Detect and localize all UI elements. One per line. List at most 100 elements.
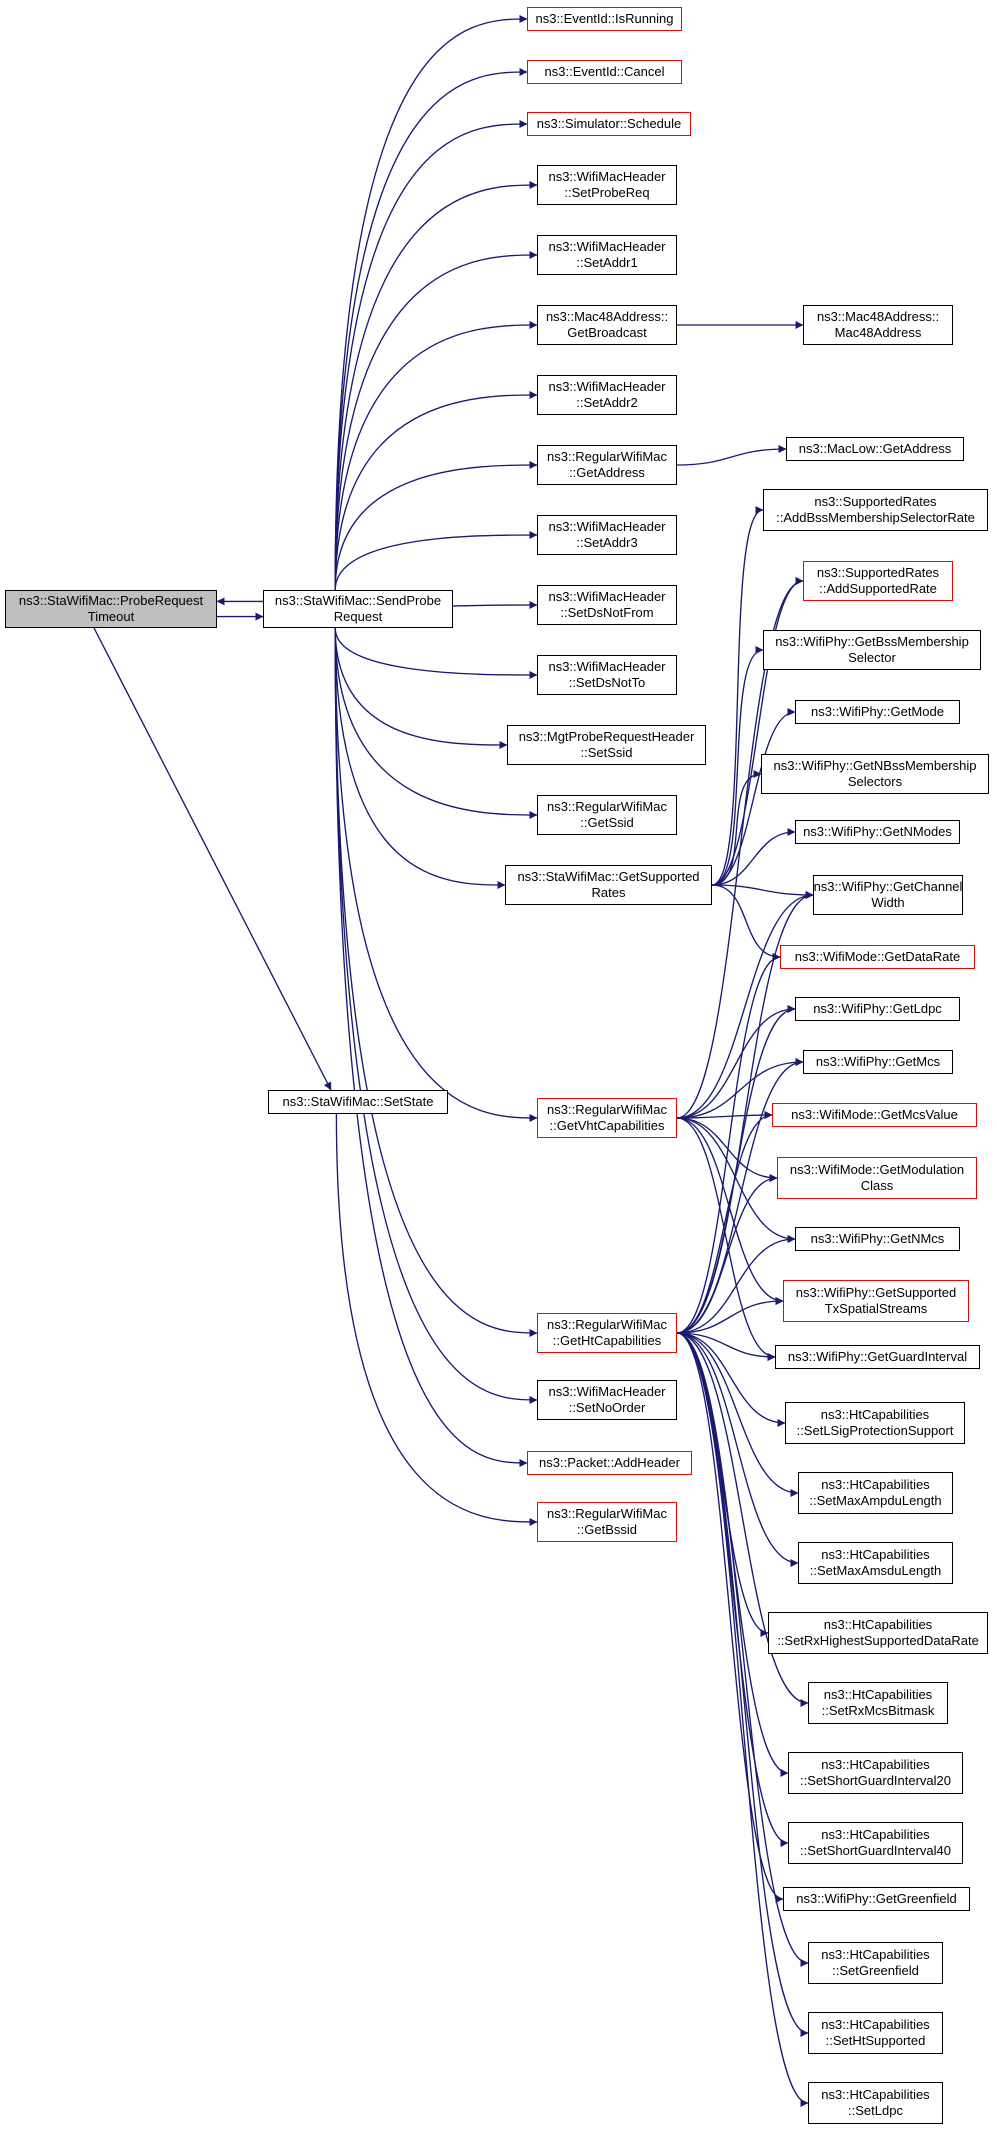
node-set-greenfield[interactable]: ns3::HtCapabilities::SetGreenfield	[808, 1942, 943, 1984]
node-get-ht-caps[interactable]: ns3::RegularWifiMac::GetHtCapabilities	[537, 1313, 677, 1353]
node-add-header[interactable]: ns3::Packet::AddHeader	[527, 1451, 692, 1475]
node-get-broadcast[interactable]: ns3::Mac48Address::GetBroadcast	[537, 305, 677, 345]
edge-get-supported-rates-to-get-channel-width	[711, 884, 814, 899]
edge-send-probe-to-set-probe-req	[334, 181, 538, 591]
edge-send-probe-to-get-supported-rates	[334, 627, 506, 889]
node-label-line: ns3::WifiPhy::GetNBssMembership	[773, 758, 977, 773]
node-set-ht-supported[interactable]: ns3::HtCapabilities::SetHtSupported	[808, 2012, 943, 2054]
node-set-addr3[interactable]: ns3::WifiMacHeader::SetAddr3	[537, 515, 677, 555]
node-label-line: ns3::WifiMacHeader	[548, 1384, 666, 1399]
node-get-n-modes[interactable]: ns3::WifiPhy::GetNModes	[795, 820, 960, 844]
node-set-rx-mcs-bitmask[interactable]: ns3::HtCapabilities::SetRxMcsBitmask	[808, 1682, 948, 1724]
node-label-line: Width	[871, 895, 905, 910]
node-label-line: ns3::WifiMacHeader	[548, 519, 666, 534]
node-label-line: ns3::HtCapabilities	[821, 1947, 930, 1962]
edge-send-probe-to-set-addr2	[334, 391, 538, 591]
node-cancel[interactable]: ns3::EventId::Cancel	[527, 60, 682, 84]
node-label-line: ns3::Packet::AddHeader	[539, 1455, 680, 1470]
node-label-line: ns3::WifiPhy::GetNModes	[803, 824, 952, 839]
node-label-line: ns3::WifiMacHeader	[548, 589, 666, 604]
node-label-line: ns3::WifiPhy::GetChannel	[813, 879, 963, 894]
node-add-supported-rate[interactable]: ns3::SupportedRates::AddSupportedRate	[803, 561, 953, 601]
node-label-line: ns3::WifiMode::GetDataRate	[794, 949, 961, 964]
node-label-line: ns3::HtCapabilities	[821, 1477, 930, 1492]
edge-get-vht-caps-to-get-channel-width	[676, 891, 814, 1119]
edge-get-ht-caps-to-get-tx-spatial	[676, 1297, 784, 1334]
node-get-ldpc[interactable]: ns3::WifiPhy::GetLdpc	[795, 997, 960, 1021]
node-get-vht-caps[interactable]: ns3::RegularWifiMac::GetVhtCapabilities	[537, 1098, 677, 1138]
node-set-ldpc[interactable]: ns3::HtCapabilities::SetLdpc	[808, 2082, 943, 2124]
node-get-guard-interval[interactable]: ns3::WifiPhy::GetGuardInterval	[775, 1345, 980, 1369]
node-get-bssid[interactable]: ns3::RegularWifiMac::GetBssid	[537, 1502, 677, 1542]
node-set-addr2[interactable]: ns3::WifiMacHeader::SetAddr2	[537, 375, 677, 415]
node-set-lsig[interactable]: ns3::HtCapabilities::SetLSigProtectionSu…	[785, 1402, 965, 1444]
node-label-line: ::SetMaxAmsduLength	[809, 1563, 942, 1578]
node-get-n-mcs[interactable]: ns3::WifiPhy::GetNMcs	[795, 1227, 960, 1251]
node-set-sgi40[interactable]: ns3::HtCapabilities::SetShortGuardInterv…	[788, 1822, 963, 1864]
node-set-sgi20[interactable]: ns3::HtCapabilities::SetShortGuardInterv…	[788, 1752, 963, 1794]
edge-get-ht-caps-to-get-data-rate	[676, 953, 781, 1334]
node-label-line: ns3::WifiPhy::GetGuardInterval	[787, 1349, 968, 1364]
node-label-line: ::GetSsid	[580, 815, 634, 830]
node-rwm-get-address[interactable]: ns3::RegularWifiMac::GetAddress	[537, 445, 677, 485]
node-label-line: ::SetLdpc	[848, 2103, 903, 2118]
edge-get-vht-caps-to-add-supported-rate	[676, 577, 804, 1119]
node-label-line: ::GetBssid	[577, 1522, 637, 1537]
node-set-ds-not-to[interactable]: ns3::WifiMacHeader::SetDsNotTo	[537, 655, 677, 695]
node-set-ssid[interactable]: ns3::MgtProbeRequestHeader::SetSsid	[507, 725, 706, 765]
edge-get-vht-caps-to-get-n-mcs	[676, 1117, 796, 1243]
node-set-addr1[interactable]: ns3::WifiMacHeader::SetAddr1	[537, 235, 677, 275]
node-label-line: ::SetMaxAmpduLength	[809, 1493, 942, 1508]
node-label-line: Selector	[848, 650, 896, 665]
edge-get-ht-caps-to-get-mcs-value	[676, 1111, 773, 1334]
node-get-mcs[interactable]: ns3::WifiPhy::GetMcs	[803, 1050, 953, 1074]
node-add-bss-selector[interactable]: ns3::SupportedRates::AddBssMembershipSel…	[763, 489, 988, 531]
node-label-line: ::SetSsid	[580, 745, 633, 760]
node-set-state[interactable]: ns3::StaWifiMac::SetState	[268, 1090, 448, 1114]
node-label-line: ns3::SupportedRates	[816, 565, 940, 580]
node-label-line: ns3::RegularWifiMac	[547, 799, 667, 814]
node-set-no-order[interactable]: ns3::WifiMacHeader::SetNoOrder	[537, 1380, 677, 1420]
node-set-ds-not-from[interactable]: ns3::WifiMacHeader::SetDsNotFrom	[537, 585, 677, 625]
node-label-line: ::GetHtCapabilities	[552, 1333, 662, 1348]
edge-get-ht-caps-to-set-ht-supported	[676, 1332, 809, 2037]
node-set-probe-req[interactable]: ns3::WifiMacHeader::SetProbeReq	[537, 165, 677, 205]
edge-send-probe-to-set-addr3	[334, 531, 538, 591]
node-schedule[interactable]: ns3::Simulator::Schedule	[527, 112, 691, 136]
node-label-line: ::SetNoOrder	[568, 1400, 646, 1415]
node-label-line: ns3::HtCapabilities	[823, 1617, 933, 1632]
node-label-line: ns3::EventId::Cancel	[544, 64, 665, 79]
node-get-data-rate[interactable]: ns3::WifiMode::GetDataRate	[780, 945, 975, 969]
node-label-line: ::SetHtSupported	[825, 2033, 926, 2048]
node-get-ssid[interactable]: ns3::RegularWifiMac::GetSsid	[537, 795, 677, 835]
edge-get-ht-caps-to-get-ldpc	[676, 1005, 796, 1334]
node-set-rx-highest[interactable]: ns3::HtCapabilities::SetRxHighestSupport…	[768, 1612, 988, 1654]
node-set-max-ampdu[interactable]: ns3::HtCapabilities::SetMaxAmpduLength	[798, 1472, 953, 1514]
node-is-running[interactable]: ns3::EventId::IsRunning	[527, 7, 682, 31]
node-get-mcs-value[interactable]: ns3::WifiMode::GetMcsValue	[772, 1103, 977, 1127]
node-label-line: ns3::HtCapabilities	[821, 1827, 930, 1842]
edge-get-vht-caps-to-get-mcs-value	[676, 1111, 773, 1120]
node-label-line: ns3::HtCapabilities	[821, 2087, 930, 2102]
node-get-mode[interactable]: ns3::WifiPhy::GetMode	[795, 700, 960, 724]
node-label-line: ns3::WifiPhy::GetBssMembership	[775, 634, 969, 649]
edge-get-ht-caps-to-get-greenfield	[676, 1332, 784, 1903]
node-mac48-ctor[interactable]: ns3::Mac48Address::Mac48Address	[803, 305, 953, 345]
node-get-greenfield[interactable]: ns3::WifiPhy::GetGreenfield	[783, 1887, 970, 1911]
node-maclow-get-address[interactable]: ns3::MacLow::GetAddress	[786, 437, 964, 461]
node-label-line: ns3::WifiMode::GetMcsValue	[791, 1107, 958, 1122]
edge-send-probe-to-set-addr1	[334, 251, 538, 591]
node-label-line: TxSpatialStreams	[824, 1301, 928, 1316]
node-label-line: ::SetProbeReq	[564, 185, 650, 200]
edge-get-vht-caps-to-get-guard-interval	[676, 1117, 776, 1361]
node-label-line: ns3::RegularWifiMac	[547, 1506, 667, 1521]
node-set-max-amsdu[interactable]: ns3::HtCapabilities::SetMaxAmsduLength	[798, 1542, 953, 1584]
